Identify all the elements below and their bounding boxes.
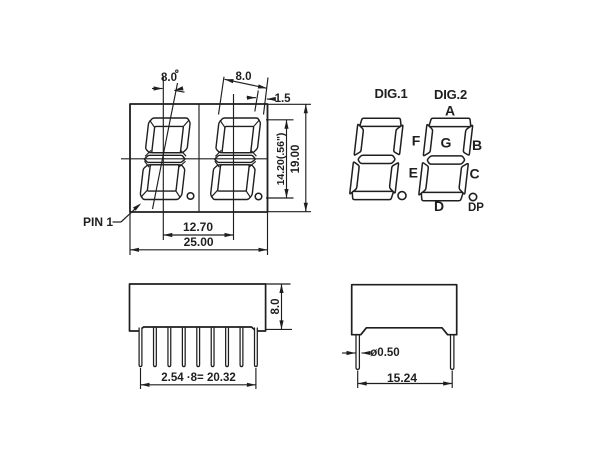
svg-text:8.0: 8.0	[270, 299, 282, 315]
svg-text:B: B	[472, 137, 482, 153]
svg-text:E: E	[409, 164, 418, 180]
svg-text:PIN 1: PIN 1	[83, 215, 113, 229]
svg-text:ø0.50: ø0.50	[370, 347, 399, 359]
svg-text:A: A	[445, 103, 455, 119]
svg-text:DIG.2: DIG.2	[434, 87, 467, 102]
svg-text:12.70: 12.70	[183, 220, 213, 234]
svg-text:19.00: 19.00	[290, 145, 302, 174]
svg-text:14.20(.56"): 14.20(.56")	[275, 133, 287, 186]
svg-text:8.0: 8.0	[161, 72, 177, 84]
svg-text:8.0: 8.0	[236, 71, 252, 83]
svg-text:DP: DP	[468, 202, 484, 214]
svg-text:25.00: 25.00	[184, 235, 214, 249]
svg-text:DIG.1: DIG.1	[375, 86, 408, 101]
svg-text:F: F	[412, 133, 421, 149]
svg-text:C: C	[469, 166, 479, 182]
svg-text:D: D	[434, 198, 444, 214]
svg-text:15.24: 15.24	[387, 371, 417, 385]
svg-text:G: G	[441, 134, 452, 150]
svg-text:2.54 ·8= 20.32: 2.54 ·8= 20.32	[161, 372, 236, 384]
svg-text:1.5: 1.5	[275, 93, 292, 105]
